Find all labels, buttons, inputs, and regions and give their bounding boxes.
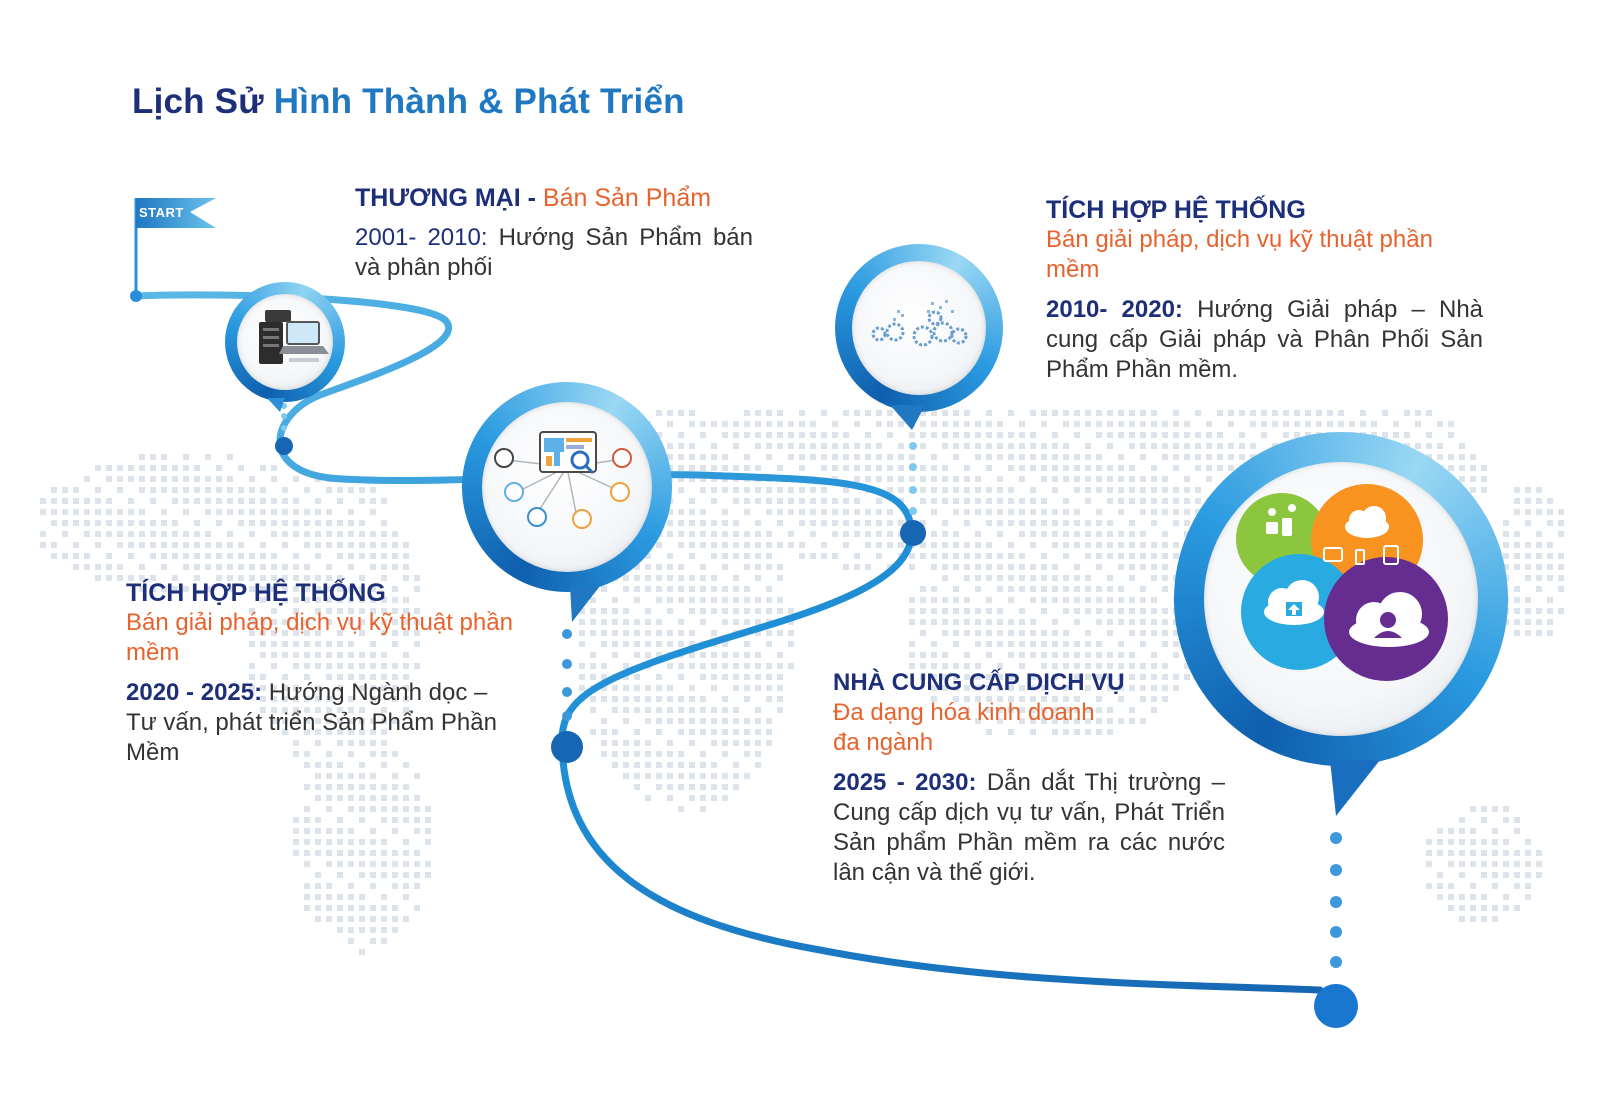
milestone-4-years: 2025 - 2030: xyxy=(833,769,977,796)
milestone-4-subheading: Đa dạng hóa kinh doanh đa ngành xyxy=(833,699,1095,756)
route-end-dot xyxy=(1314,984,1358,1028)
milestone-3-description-block: 2020 - 2025: Hướng Ngành dọc – Tư vấn, p… xyxy=(126,678,498,768)
connector-dots-4 xyxy=(1330,832,1342,968)
software-dashboard-icon xyxy=(494,431,632,529)
route-path xyxy=(132,291,1324,994)
computer-server-icon xyxy=(259,310,329,364)
milestone-3-node xyxy=(462,382,672,592)
milestone-1-heading: THƯƠNG MẠI - xyxy=(355,184,536,212)
start-flag xyxy=(136,198,216,228)
route-start-dot xyxy=(130,290,142,302)
milestone-4-node xyxy=(1174,432,1508,766)
milestone-3-heading: TÍCH HỢP HỆ THỐNG xyxy=(126,579,386,607)
gears-icon xyxy=(871,300,968,347)
title-part-2: Hình Thành & Phát Triển xyxy=(273,82,685,121)
milestone-1-heading-line: THƯƠNG MẠI - Bán Sản Phẩm xyxy=(355,183,753,213)
milestone-1-description: Hướng Sản Phẩm bán và phân phối xyxy=(355,224,754,281)
milestone-4-description-block: 2025 - 2030: Dẫn dắt Thị trường – Cung c… xyxy=(833,768,1225,888)
milestone-1-subheading: Bán Sản Phẩm xyxy=(542,184,712,212)
milestone-2-years: 2010- 2020: xyxy=(1046,296,1183,323)
connector-dots-2 xyxy=(909,442,917,515)
cloud-services-icon xyxy=(1236,484,1448,681)
start-flag-label: START xyxy=(139,205,184,220)
connector-dots-3 xyxy=(562,629,572,721)
milestone-3-text: TÍCH HỢP HỆ THỐNG Bán giải pháp, dịch vụ… xyxy=(126,578,536,768)
milestone-2-description-block: 2010- 2020: Hướng Giải pháp – Nhà cung c… xyxy=(1046,295,1483,385)
milestone-2-subheading: Bán giải pháp, dịch vụ kỹ thuật phần mềm xyxy=(1046,226,1433,283)
milestone-2-heading: TÍCH HỢP HỆ THỐNG xyxy=(1046,196,1306,224)
milestone-4-text: NHÀ CUNG CẤP DỊCH VỤ Đa dạng hóa kinh do… xyxy=(833,668,1225,888)
milestone-1-years: 2001- 2010: xyxy=(355,224,488,251)
milestone-1-text: THƯƠNG MẠI - Bán Sản Phẩm 2001- 2010: Hư… xyxy=(355,183,753,283)
milestone-3-subheading: Bán giải pháp, dịch vụ kỹ thuật phần mềm xyxy=(126,609,513,666)
milestone-1-description-block: 2001- 2010: Hướng Sản Phẩm bán và phân p… xyxy=(355,223,753,283)
milestone-4-description: Dẫn dắt Thị trường – Cung cấp dịch vụ tư… xyxy=(833,769,1226,886)
milestone-1-node xyxy=(225,282,345,402)
milestone-4-heading: NHÀ CUNG CẤP DỊCH VỤ xyxy=(833,669,1125,696)
milestone-3-description: Hướng Ngành dọc – Tư vấn, phát triển Sản… xyxy=(126,679,497,766)
milestone-3-years: 2020 - 2025: xyxy=(126,679,263,706)
title-part-1: Lịch Sử xyxy=(132,82,264,121)
milestone-2-text: TÍCH HỢP HỆ THỐNG Bán giải pháp, dịch vụ… xyxy=(1046,195,1483,385)
milestone-2-node xyxy=(835,244,1003,412)
page-title: Lịch Sử Hình Thành & Phát Triển xyxy=(132,82,685,122)
milestone-2-description: Hướng Giải pháp – Nhà cung cấp Giải pháp… xyxy=(1046,296,1484,383)
route-dot-2 xyxy=(900,520,926,546)
route-dot-3 xyxy=(551,731,583,763)
route-dot-1 xyxy=(275,437,293,455)
connector-dots-1 xyxy=(281,403,287,431)
